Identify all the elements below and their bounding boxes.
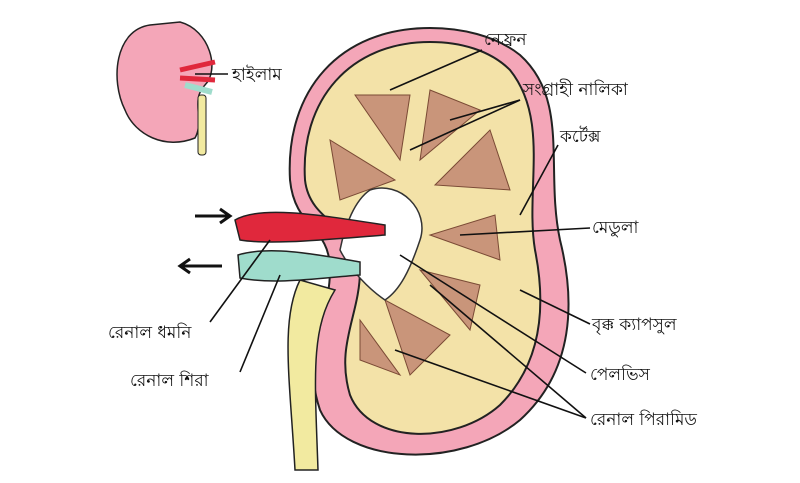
label-cortex: কর্টেক্স: [559, 126, 601, 147]
leader-lines: [195, 49, 591, 419]
renal-artery: [234, 211, 386, 243]
ureter: [287, 279, 337, 471]
renal-vein: [237, 250, 361, 282]
label-nephron: নেফ্রন: [484, 30, 527, 50]
label-renal-artery: রেনাল ধমনি: [108, 322, 192, 343]
small-kidney: [116, 21, 216, 156]
label-medulla: মেডুলা: [592, 218, 640, 238]
label-hilum: হাইলাম: [231, 65, 282, 85]
label-renal-pyramid: রেনাল পিরামিড: [590, 409, 697, 430]
arrow-right-icon: [195, 207, 233, 225]
label-renal-capsule: বৃক্ক ক্যাপসুল: [591, 315, 677, 335]
label-renal-vein: রেনাল শিরা: [130, 370, 210, 391]
arrow-left-icon: [177, 257, 222, 275]
renal-pyramids: [329, 89, 511, 377]
label-collecting-duct: সংগ্রাহী নালিকা: [522, 79, 629, 100]
label-pelvis: পেলভিস: [590, 364, 651, 385]
